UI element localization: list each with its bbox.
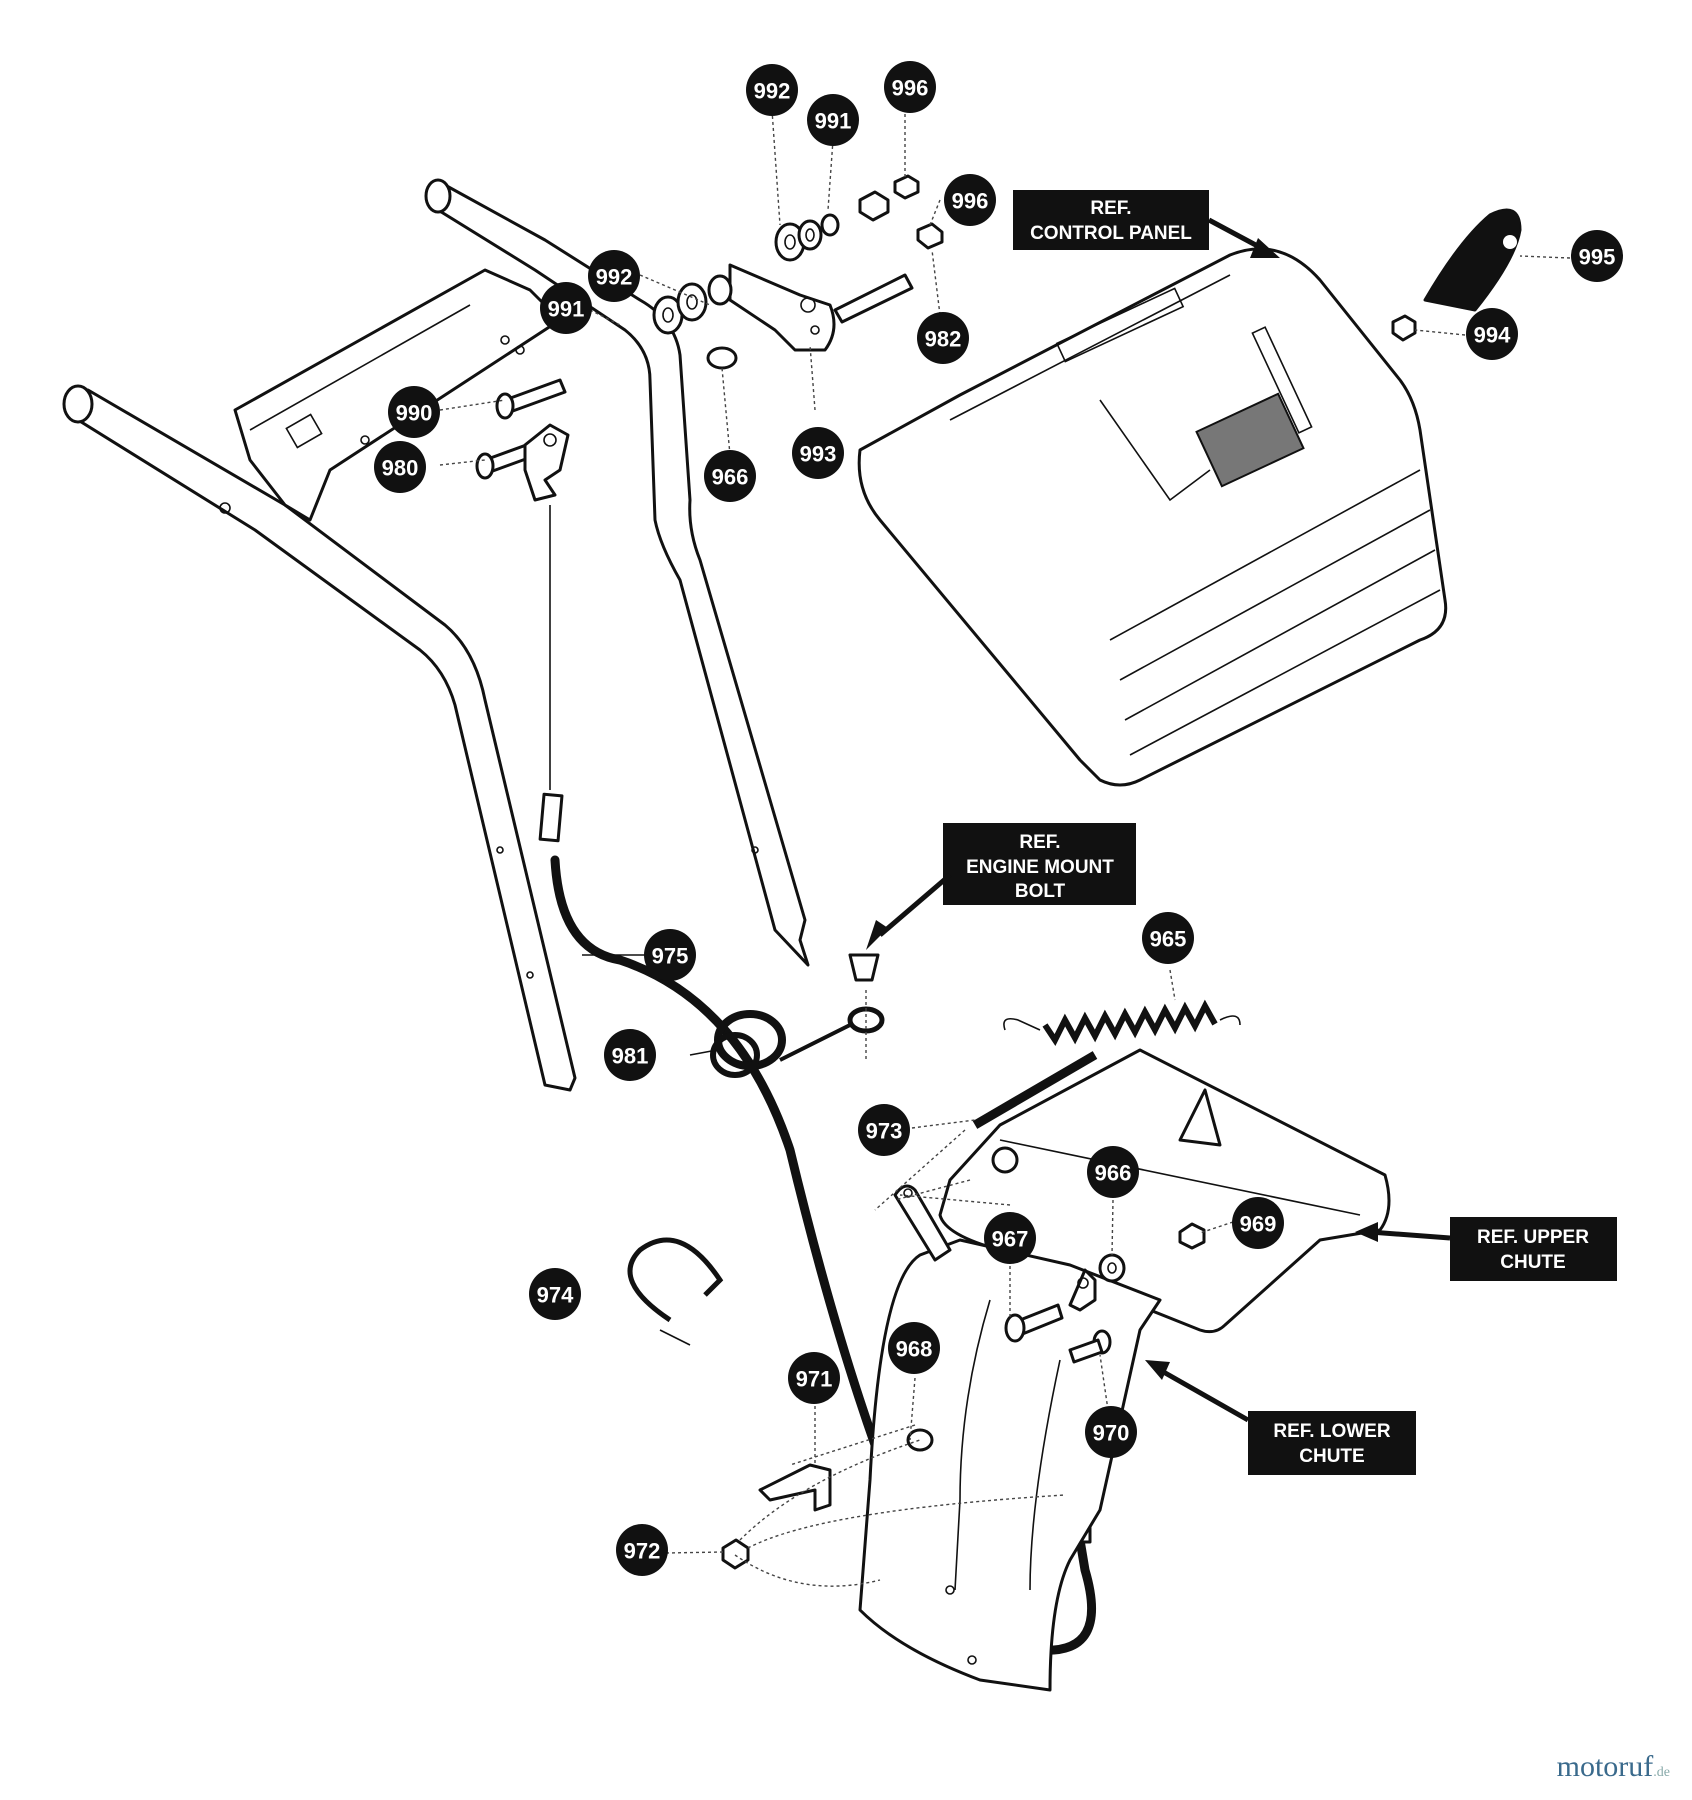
ref-control-panel[interactable]: REF. CONTROL PANEL xyxy=(1013,190,1280,258)
svg-text:992: 992 xyxy=(596,265,633,290)
nut-994 xyxy=(1391,314,1417,342)
svg-text:994: 994 xyxy=(1474,323,1511,348)
callout-974[interactable]: 974 xyxy=(529,1268,581,1320)
leader-lines xyxy=(439,108,1571,1554)
bar-973 xyxy=(972,1051,1098,1129)
callout-996-second[interactable]: 996 xyxy=(944,174,996,226)
svg-text:BOLT: BOLT xyxy=(1015,881,1066,902)
nut-972 xyxy=(721,1439,1066,1587)
nuts-996-982 xyxy=(858,174,944,250)
bracket-971 xyxy=(758,1428,934,1512)
svg-text:980: 980 xyxy=(382,456,419,481)
callout-972[interactable]: 972 xyxy=(616,1524,668,1576)
svg-text:975: 975 xyxy=(652,944,689,969)
callout-982[interactable]: 982 xyxy=(917,312,969,364)
svg-text:982: 982 xyxy=(925,327,962,352)
callout-993[interactable]: 993 xyxy=(792,427,844,479)
cable-bracket xyxy=(523,423,570,502)
svg-text:973: 973 xyxy=(866,1119,903,1144)
svg-text:971: 971 xyxy=(796,1367,833,1392)
callout-971[interactable]: 971 xyxy=(788,1352,840,1404)
svg-text:966: 966 xyxy=(712,465,749,490)
svg-text:995: 995 xyxy=(1579,245,1616,270)
svg-text:REF. UPPER: REF. UPPER xyxy=(1477,1227,1589,1248)
clip-974 xyxy=(627,1237,724,1346)
handle-left xyxy=(62,384,577,1092)
pivot-968 xyxy=(893,1184,952,1262)
shift-knob-995 xyxy=(1423,208,1522,312)
callout-990[interactable]: 990 xyxy=(388,386,440,438)
callout-991-top[interactable]: 991 xyxy=(807,94,859,146)
callout-967[interactable]: 967 xyxy=(984,1212,1036,1264)
callout-995[interactable]: 995 xyxy=(1571,230,1623,282)
svg-text:966: 966 xyxy=(1095,1161,1132,1186)
bolt-967 xyxy=(1004,1303,1064,1343)
callout-975[interactable]: 975 xyxy=(644,929,696,981)
ref-engine-mount-bolt[interactable]: REF. ENGINE MOUNT BOLT xyxy=(866,823,1136,950)
svg-text:981: 981 xyxy=(612,1044,649,1069)
svg-text:991: 991 xyxy=(815,109,852,134)
callout-991-middle[interactable]: 991 xyxy=(540,282,592,334)
callout-970[interactable]: 970 xyxy=(1085,1406,1137,1458)
callout-969[interactable]: 969 xyxy=(1232,1197,1284,1249)
svg-text:ENGINE MOUNT: ENGINE MOUNT xyxy=(966,857,1114,878)
callout-966-lower[interactable]: 966 xyxy=(1087,1146,1139,1198)
svg-text:965: 965 xyxy=(1150,927,1187,952)
svg-text:REF.: REF. xyxy=(1019,832,1060,853)
svg-text:968: 968 xyxy=(896,1337,933,1362)
ref-lower-chute[interactable]: REF. LOWER CHUTE xyxy=(1145,1360,1416,1475)
control-panel xyxy=(857,247,1448,787)
svg-text:CHUTE: CHUTE xyxy=(1500,1252,1565,1273)
callout-996-top[interactable]: 996 xyxy=(884,61,936,113)
svg-text:996: 996 xyxy=(892,76,929,101)
svg-text:967: 967 xyxy=(992,1227,1029,1252)
svg-text:993: 993 xyxy=(800,442,837,467)
washers-992-991 xyxy=(652,213,840,370)
shift-plate-993 xyxy=(728,263,836,352)
lower-chute xyxy=(858,1238,1162,1692)
callout-973[interactable]: 973 xyxy=(858,1104,910,1156)
callout-968[interactable]: 968 xyxy=(888,1322,940,1374)
svg-text:CHUTE: CHUTE xyxy=(1299,1446,1364,1467)
svg-text:972: 972 xyxy=(624,1539,661,1564)
callout-994[interactable]: 994 xyxy=(1466,308,1518,360)
shift-rod xyxy=(833,273,914,324)
svg-text:970: 970 xyxy=(1093,1421,1130,1446)
svg-text:992: 992 xyxy=(754,79,791,104)
washer-966-chute xyxy=(1098,1222,1206,1283)
svg-text:REF. LOWER: REF. LOWER xyxy=(1273,1421,1390,1442)
callout-980[interactable]: 980 xyxy=(374,441,426,493)
spring-965 xyxy=(1003,999,1241,1046)
callout-966-upper[interactable]: 966 xyxy=(704,450,756,502)
svg-text:969: 969 xyxy=(1240,1212,1277,1237)
callout-965[interactable]: 965 xyxy=(1142,912,1194,964)
bolt-970 xyxy=(1068,1329,1112,1364)
brand-name: motoruf xyxy=(1556,1750,1654,1783)
svg-text:996: 996 xyxy=(952,189,989,214)
svg-text:991: 991 xyxy=(548,297,585,322)
pivot-bracket xyxy=(1068,1268,1097,1312)
svg-text:REF.: REF. xyxy=(1090,198,1131,219)
svg-text:974: 974 xyxy=(537,1283,574,1308)
callout-992-top[interactable]: 992 xyxy=(746,64,798,116)
engine-mount-bolt-ring xyxy=(847,953,885,1060)
brand-tld: .de xyxy=(1653,1765,1670,1780)
cable-tie-981 xyxy=(710,1010,861,1078)
callout-992-middle[interactable]: 992 xyxy=(588,250,640,302)
callout-981[interactable]: 981 xyxy=(604,1029,656,1081)
brand-watermark: motoruf.de xyxy=(1557,1750,1670,1784)
ref-upper-chute[interactable]: REF. UPPER CHUTE xyxy=(1355,1217,1617,1281)
svg-text:990: 990 xyxy=(396,401,433,426)
svg-text:CONTROL PANEL: CONTROL PANEL xyxy=(1030,223,1192,244)
